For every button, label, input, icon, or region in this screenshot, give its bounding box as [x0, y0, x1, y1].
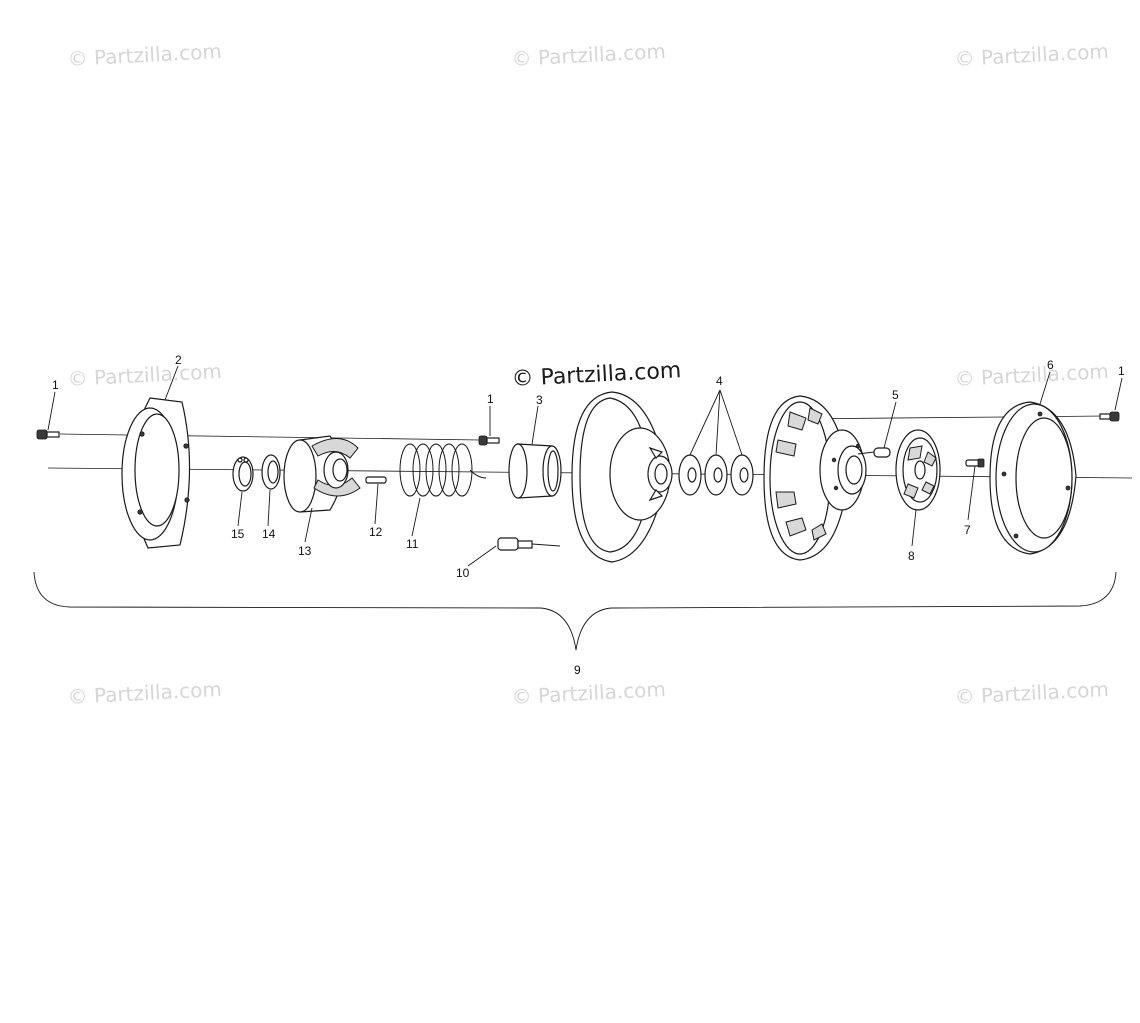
bolt-middle	[478, 435, 500, 446]
callout-1-right: 1	[1118, 364, 1125, 378]
bolt-right	[1099, 411, 1120, 422]
helix-cam	[283, 435, 361, 513]
pin	[365, 476, 387, 484]
callout-10: 10	[456, 566, 470, 580]
watermark-center: © Partzilla.com	[511, 358, 682, 392]
callout-13: 13	[298, 544, 312, 558]
watermark-mid-right: © Partzilla.com	[954, 359, 1109, 391]
bolt-left	[36, 429, 60, 440]
roller-button	[497, 537, 561, 551]
callout-1-left: 1	[52, 378, 59, 392]
watermark-top-center: © Partzilla.com	[511, 39, 666, 71]
movable-sheave	[571, 391, 673, 563]
callout-2: 2	[175, 353, 182, 367]
spring	[399, 443, 487, 497]
upper-bolt-axis	[59, 433, 481, 441]
washer-small	[261, 454, 281, 490]
watermark-top-right: © Partzilla.com	[954, 39, 1109, 71]
callout-3: 3	[536, 393, 543, 407]
callout-6: 6	[1047, 358, 1054, 372]
callout-14: 14	[262, 527, 276, 541]
watermark-low-center: © Partzilla.com	[511, 677, 666, 709]
callout-4: 4	[716, 374, 723, 388]
bushing-ring	[508, 443, 562, 499]
washer-stack	[678, 454, 754, 496]
set-screw	[965, 458, 985, 468]
outer-cover	[989, 401, 1077, 555]
leader-lines	[47, 365, 1123, 567]
spider-plate	[895, 429, 941, 511]
watermark-layer: © Partzilla.com © Partzilla.com © Partzi…	[67, 39, 1109, 709]
callout-5: 5	[892, 388, 899, 402]
cover-plate	[121, 397, 191, 549]
callout-1-middle: 1	[487, 392, 494, 406]
callout-15: 15	[231, 527, 245, 541]
callout-12: 12	[369, 525, 383, 539]
slider-shoe	[857, 447, 891, 458]
callout-labels: 1 2 1 3 4 5 6 1 7 8 9 10 11 12 13 14 15	[52, 353, 1125, 677]
callout-8: 8	[908, 549, 915, 563]
callout-11: 11	[406, 537, 419, 551]
callout-9: 9	[574, 663, 581, 677]
retaining-ring	[232, 456, 254, 492]
watermark-low-left: © Partzilla.com	[67, 677, 222, 709]
assembly-brace	[33, 571, 1117, 651]
watermark-top-left: © Partzilla.com	[67, 39, 222, 71]
callout-7: 7	[964, 523, 971, 537]
fixed-sheave	[763, 395, 867, 561]
watermark-mid-left: © Partzilla.com	[67, 359, 222, 391]
watermark-low-right: © Partzilla.com	[954, 677, 1109, 709]
